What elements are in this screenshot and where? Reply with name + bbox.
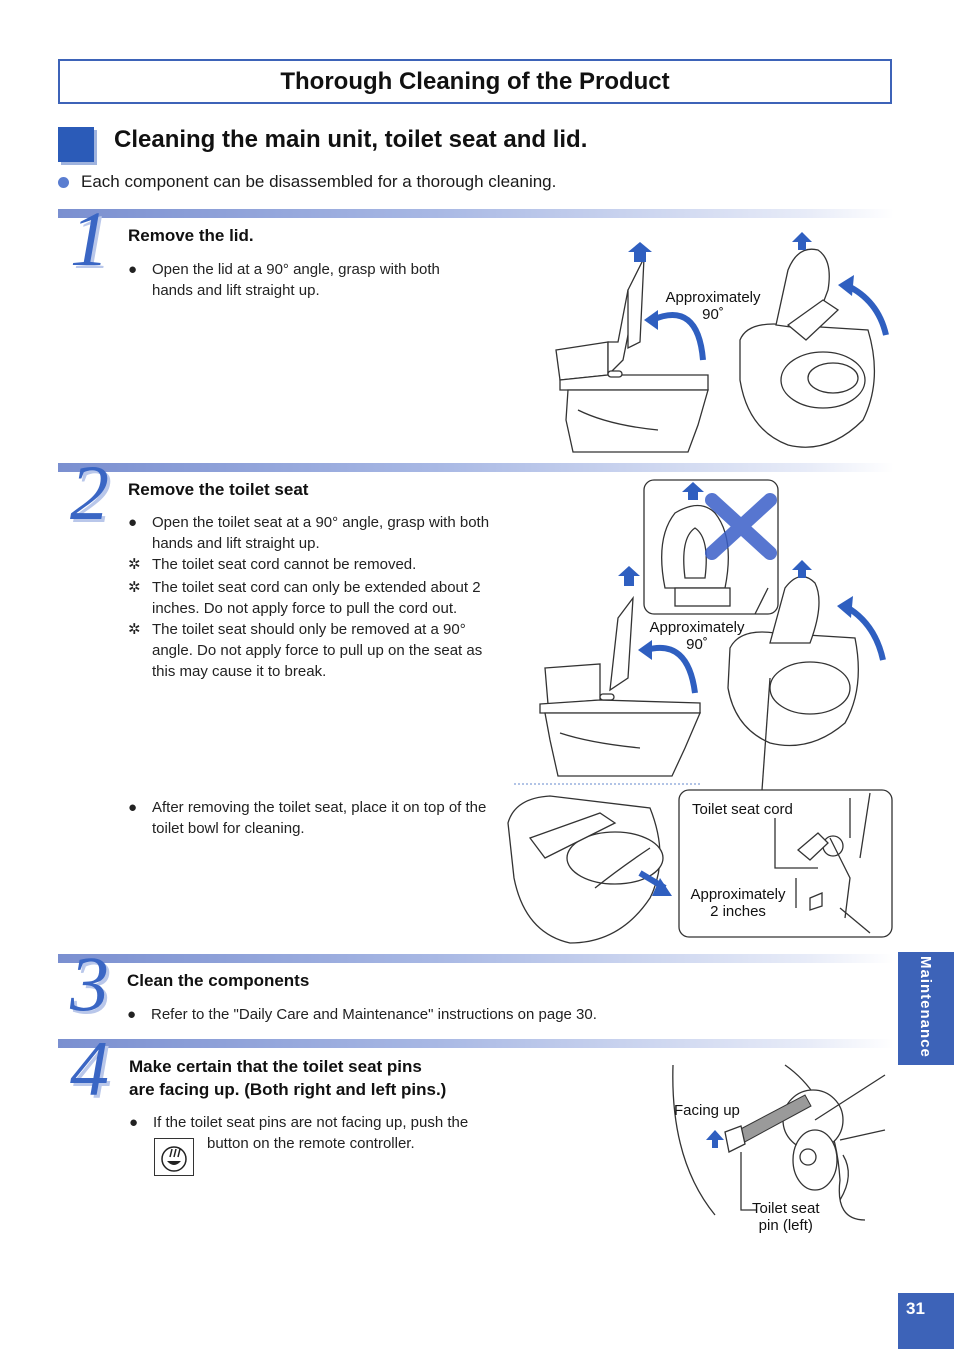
toilet-seat-cord-label: Toilet seat cord — [692, 801, 793, 818]
asterisk-icon: ✲ — [128, 579, 141, 596]
step-4-bullet-line2: button on the remote controller. — [207, 1135, 415, 1152]
step-2-note-2: ✲ The toilet seat cord can only be exten… — [128, 579, 481, 617]
intro-text: Each component can be disassembled for a… — [81, 172, 557, 191]
step-1-title: Remove the lid. — [128, 226, 254, 245]
step-2-title: Remove the toilet seat — [128, 480, 309, 499]
step-4-band — [58, 1039, 894, 1048]
step-2-after-bullet: ● After removing the toilet seat, place … — [128, 799, 487, 837]
asterisk-icon: ✲ — [128, 556, 141, 573]
step-3-number: 3 — [70, 940, 109, 1027]
step-3-band — [58, 954, 894, 963]
section-intro: Each component can be disassembled for a… — [58, 172, 556, 192]
maintenance-side-tab: Maintenance — [898, 952, 954, 1065]
step-4-bullet: ● If the toilet seat pins are not facing… — [129, 1114, 469, 1131]
side-tab-label: Maintenance — [917, 956, 934, 1058]
step-2-note-3: ✲ The toilet seat should only be removed… — [128, 621, 483, 680]
step-2-note-1: ✲ The toilet seat cord cannot be removed… — [128, 556, 417, 573]
facing-up-label: Facing up — [674, 1102, 740, 1119]
step-4-number: 4 — [70, 1025, 109, 1112]
page-title: Thorough Cleaning of the Product — [280, 67, 670, 95]
bullet-icon: ● — [129, 1114, 139, 1131]
toilet-seat-pin-label: Toilet seat pin (left) — [752, 1200, 820, 1234]
step-4-title: Make certain that the toilet seat pins a… — [129, 1057, 447, 1099]
step-2-figure — [507, 479, 893, 944]
bullet-icon: ● — [127, 1006, 137, 1023]
bullet-dot-icon — [58, 176, 69, 188]
step-4-figure — [672, 1064, 886, 1221]
asterisk-icon: ✲ — [128, 621, 141, 638]
step-2-bullet: ● Open the toilet seat at a 90° angle, g… — [128, 514, 490, 552]
step-1-figure — [555, 232, 889, 453]
step-3-bullet: ● Refer to the "Daily Care and Maintenan… — [127, 1006, 597, 1023]
step-2-number: 2 — [70, 449, 109, 536]
step-3-title: Clean the components — [127, 971, 310, 990]
step-1-bullet: ● Open the lid at a 90° angle, grasp wit… — [128, 261, 440, 299]
bullet-icon: ● — [128, 799, 138, 816]
section-marker — [58, 127, 94, 162]
bullet-icon: ● — [128, 261, 138, 278]
remote-seat-button-icon — [154, 1138, 194, 1176]
cord-extend-label: Approximately 2 inches — [690, 886, 786, 920]
step-1-angle-label: Approximately 90˚ — [665, 289, 761, 323]
step-2-angle-label: Approximately 90˚ — [649, 619, 745, 653]
section-heading: Cleaning the main unit, toilet seat and … — [114, 126, 588, 153]
seat-icon — [161, 1146, 187, 1172]
bullet-icon: ● — [128, 514, 138, 531]
step-1-band — [58, 209, 894, 218]
page-number-box: 31 — [898, 1293, 954, 1349]
step-1-number: 1 — [70, 195, 109, 282]
page-number: 31 — [906, 1299, 925, 1318]
page-title-box: Thorough Cleaning of the Product — [58, 59, 892, 104]
step-2-band — [58, 463, 894, 472]
